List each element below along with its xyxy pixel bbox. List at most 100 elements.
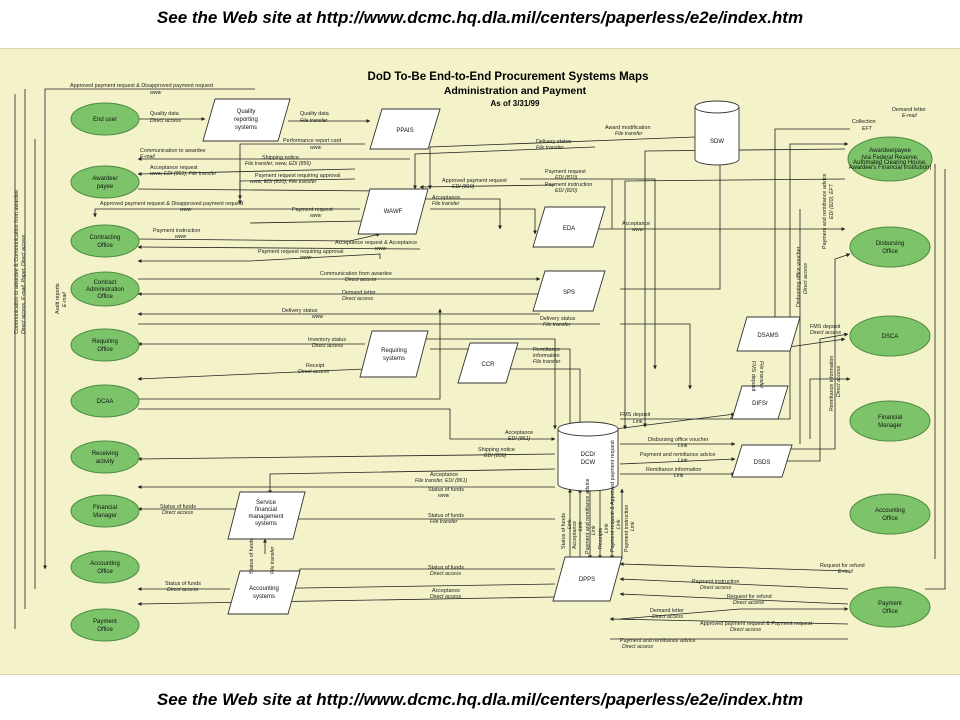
flow-label-vertical: Communication to awardee & Communication… — [14, 190, 20, 334]
dsams-label: DSAMS — [757, 333, 778, 339]
oval-ao-right-label-2: Office — [882, 516, 898, 522]
flow-label: Delivery status — [540, 316, 576, 322]
flow-label: Demand letter — [892, 107, 926, 113]
banner-bottom[interactable]: See the Web site at http://www.dcmc.hq.d… — [156, 690, 804, 709]
oval-end-user[interactable]: End user — [70, 102, 140, 136]
flow-label: Inventory status — [308, 337, 346, 343]
system-difsr[interactable]: DIFSr — [731, 385, 789, 420]
flow-label: Payment and remittance advice — [620, 638, 696, 644]
dpps-label: DPPS — [579, 577, 595, 583]
system-dsams[interactable]: DSAMS — [736, 316, 801, 352]
oval-requiring-office[interactable]: Requiring Office — [70, 328, 140, 362]
flow-label-vertical: Disbursing office voucher — [796, 246, 802, 307]
flow-label: Remittance — [533, 347, 560, 353]
system-requiring-systems[interactable]: Requiring systems — [359, 330, 429, 378]
system-eda[interactable]: EDA — [532, 206, 606, 248]
oval-fm-left-label-1: Financial — [93, 505, 117, 511]
flow-label: Payment request requiring approval — [258, 249, 343, 255]
oval-contracting-office[interactable]: Contracting Office — [70, 224, 140, 258]
flow-medium: EDI (820) — [555, 188, 577, 194]
oval-dsca[interactable]: DSCA — [849, 315, 931, 357]
system-ccr[interactable]: CCR — [457, 342, 519, 384]
oval-awardee-payee-right[interactable]: Awardee/payee (via Federal Reserve, Auto… — [847, 136, 933, 182]
flow-medium: File transfer, EDI (861) — [415, 478, 467, 484]
oval-accounting-office-right[interactable]: Accounting Office — [849, 493, 931, 535]
oval-payment-office-left[interactable]: Payment Office — [70, 608, 140, 642]
eda-label: EDA — [563, 226, 575, 232]
oval-contract-admin-office[interactable]: Contract Administration Office — [70, 271, 140, 307]
flow-lines — [14, 88, 946, 640]
system-sdw[interactable]: SDW — [694, 100, 740, 166]
oval-po-left-label-2: Office — [97, 627, 113, 633]
flow-medium: www — [150, 90, 162, 96]
flow-medium: www — [180, 207, 192, 213]
flow-label: Payment instruction — [153, 228, 200, 234]
system-dsds[interactable]: DSDS — [731, 444, 793, 478]
oval-dcaa[interactable]: DCAA — [70, 384, 140, 418]
oval-cao-label-1: Contract — [94, 280, 117, 286]
oval-financial-manager-left[interactable]: Financial Manager — [70, 494, 140, 528]
system-wawf[interactable]: WAWF — [357, 188, 429, 235]
flow-medium: www — [310, 145, 322, 151]
flow-label: Status of funds — [160, 504, 196, 510]
oval-awardee-payee[interactable]: Awardee/ payee — [70, 165, 140, 199]
flow-medium: Direct access — [430, 571, 462, 577]
flow-medium: www — [632, 227, 644, 233]
system-dpps[interactable]: DPPS — [552, 556, 623, 602]
flow-medium: Direct access — [733, 600, 765, 606]
dpps-flow-medium: Link — [567, 519, 573, 529]
flow-medium-vertical: E-mail — [62, 291, 68, 307]
flow-medium-vertical: File transfer — [758, 361, 764, 389]
system-ppais[interactable]: PPAIS — [369, 108, 441, 150]
flow-label: Performance report card — [283, 138, 341, 144]
system-dcd-dcw[interactable]: DCD/ DCW — [557, 421, 619, 492]
oval-receiving-label-1: Receiving — [92, 451, 118, 457]
flow-label: Status of funds — [165, 581, 201, 587]
flow-label: Communication to awardee — [140, 148, 206, 154]
oval-financial-manager-right[interactable]: Financial Manager — [849, 400, 931, 442]
flow-medium: Direct access — [342, 296, 374, 302]
flow-label: Approved payment request & Disapproved p… — [70, 83, 214, 89]
flow-medium: Direct access — [810, 330, 842, 336]
flow-medium: File transfer, www, EDI (856) — [245, 161, 311, 167]
flow-medium: Direct access — [312, 343, 344, 349]
oval-fm-left-label-2: Manager — [93, 513, 117, 519]
flow-medium-vertical: File transfer — [270, 546, 276, 574]
requiring-systems-label-1: Requiring — [381, 348, 407, 354]
oval-accounting-office-left[interactable]: Accounting Office — [70, 550, 140, 584]
flow-label: Shipping notice — [262, 155, 299, 161]
oval-awardee-right-label-3: Automated Clearing House, — [853, 160, 927, 166]
flow-medium: EDI (861) — [508, 436, 530, 442]
flow-medium: File transfer — [543, 322, 571, 328]
flow-label: Payment request — [545, 169, 586, 175]
flow-medium: Link — [678, 458, 688, 464]
oval-receiving-activity[interactable]: Receiving activity — [70, 440, 140, 474]
oval-payment-office-right[interactable]: Payment Office — [849, 586, 931, 628]
flow-medium: File transfer — [300, 118, 328, 124]
flow-medium: Direct access — [298, 369, 330, 375]
system-accounting-systems[interactable]: Accounting systems — [227, 570, 301, 615]
flow-medium: File transfer — [533, 359, 561, 365]
oval-po-right-label-2: Office — [882, 609, 898, 615]
flow-medium: www — [375, 246, 387, 252]
ccr-label: CCR — [482, 362, 496, 368]
banner-top[interactable]: See the Web site at http://www.dcmc.hq.d… — [156, 8, 804, 27]
oval-disbursing-office[interactable]: Disbursing Office — [849, 226, 931, 268]
flow-label-vertical: Remittance information — [829, 356, 835, 411]
system-service-financial-mgmt[interactable]: Service financial management systems — [227, 491, 306, 540]
oval-dsca-label: DSCA — [882, 334, 899, 340]
flow-label-vertical: Status of funds — [249, 538, 255, 574]
sps-label: SPS — [563, 290, 575, 296]
flow-label: FMS deposit — [810, 324, 841, 330]
system-quality-reporting[interactable]: Quality reporting systems — [202, 98, 291, 142]
oval-awardee-label-2: payee — [97, 184, 114, 190]
flow-medium: File transfer — [430, 519, 458, 525]
flow-label: Acceptance — [430, 472, 458, 478]
oval-receiving-label-2: activity — [96, 459, 114, 465]
diagram-date: As of 3/31/99 — [491, 99, 540, 108]
procurement-systems-map: DoD To-Be End-to-End Procurement Systems… — [14, 71, 946, 650]
flow-label: Approved payment request & Payment reque… — [700, 621, 813, 627]
dpps-flow-label: Payment request & Approved payment reque… — [610, 440, 616, 552]
oval-requiring-label-1: Requiring — [92, 339, 118, 345]
system-sps[interactable]: SPS — [532, 270, 606, 312]
